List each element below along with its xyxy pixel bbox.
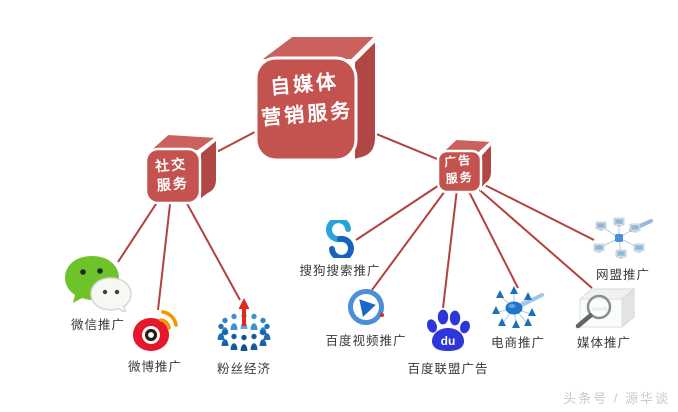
node-ecommerce: 电商推广 (477, 286, 559, 351)
network-union-icon (593, 217, 653, 260)
node-label: 微信推广 (70, 318, 125, 332)
node-network-union: 网盟推广 (582, 216, 664, 283)
fans-crowd-icon (217, 298, 271, 351)
svg-text:du: du (441, 334, 456, 348)
node-label: 媒体推广 (576, 336, 631, 350)
weibo-icon (133, 310, 178, 351)
wechat-icon (65, 256, 132, 312)
sogou-icon (326, 220, 354, 258)
baidu-paw-icon: du (426, 309, 470, 351)
node-baidu-video: 百度视频推广 (320, 286, 412, 349)
ads-node-label: 广告 服务 (435, 151, 484, 189)
ecommerce-network-icon (492, 286, 544, 328)
media-magnifier-icon: media (575, 287, 636, 329)
node-label: 电商推广 (490, 336, 545, 350)
node-label: 搜狗搜索推广 (299, 264, 381, 278)
root-node-label: 自媒体 营销服务 (254, 66, 359, 134)
social-node-label: 社交 服务 (142, 154, 201, 197)
node-weibo: 微博推广 (113, 308, 197, 375)
node-label: 百度视频推广 (325, 334, 407, 348)
node-fans: 粉丝经济 (200, 296, 288, 377)
svg-text:media: media (592, 306, 610, 313)
root-cube (254, 35, 379, 162)
node-media: media 媒体推广 (562, 286, 646, 351)
node-label: 粉丝经济 (216, 362, 271, 376)
node-label: 网盟推广 (595, 268, 650, 282)
video-play-icon (348, 289, 384, 325)
ads-cube (436, 137, 495, 194)
social-cube (144, 132, 220, 205)
watermark-text: 头条号 / 源华谈 (563, 391, 670, 406)
node-baidu-union: du 百度联盟广告 (402, 308, 494, 377)
node-wechat: 微信推广 (50, 254, 146, 333)
node-label: 百度联盟广告 (407, 362, 489, 376)
node-sogou: 搜狗搜索推广 (294, 220, 386, 279)
node-label: 微博推广 (127, 360, 182, 374)
